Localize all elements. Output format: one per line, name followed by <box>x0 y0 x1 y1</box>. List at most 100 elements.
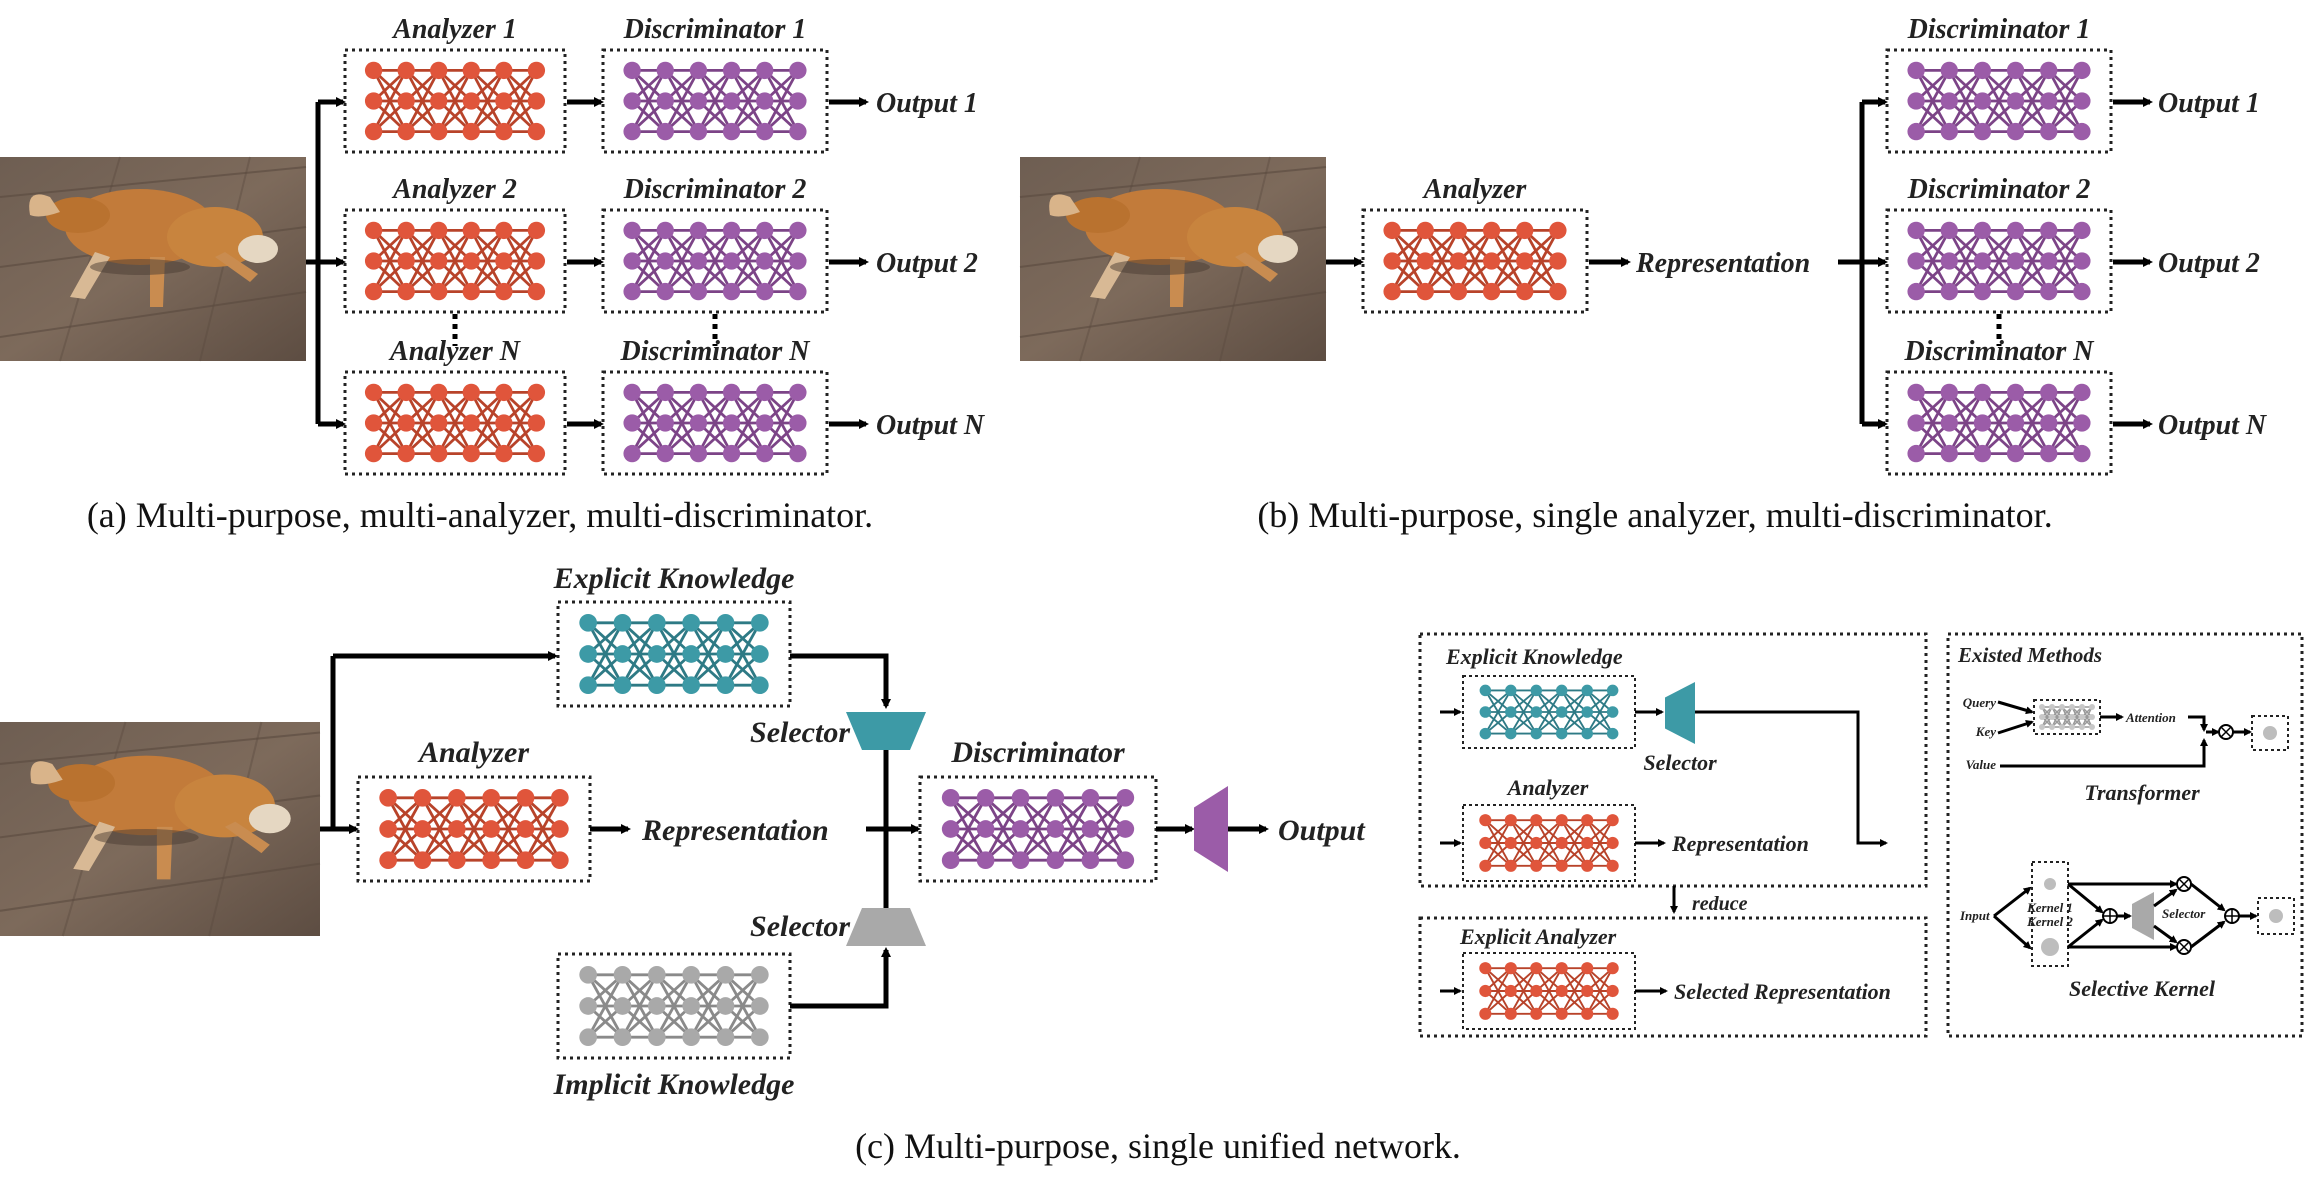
network-node <box>689 444 708 463</box>
network-node <box>2073 282 2091 301</box>
network-node <box>722 282 741 301</box>
network-node <box>647 997 666 1015</box>
network-node <box>1606 859 1619 872</box>
connector-arrow <box>2067 918 2104 949</box>
network-node <box>689 252 708 270</box>
network-node <box>722 61 741 80</box>
kernel-box <box>2031 861 2069 967</box>
network-node <box>2006 221 2025 240</box>
network-node <box>551 788 569 807</box>
network-edge <box>730 229 766 293</box>
network-edge <box>1457 229 1493 293</box>
analyzer-network-icon <box>1383 221 1567 301</box>
representation-label: Representation <box>1671 831 1809 856</box>
network-node <box>1530 859 1543 872</box>
network-node <box>716 676 735 695</box>
network-node <box>1479 684 1492 697</box>
network-node <box>1505 684 1517 697</box>
network-edge <box>1981 69 2017 133</box>
network-node <box>1479 727 1492 740</box>
network-node <box>682 1028 701 1047</box>
network-node <box>613 645 632 663</box>
network-edge <box>1560 689 1588 735</box>
network-node <box>756 444 774 463</box>
network-node <box>1449 252 1468 270</box>
network-edge <box>2081 706 2093 728</box>
network-node <box>1581 984 1594 998</box>
network-node <box>1479 836 1492 850</box>
network-node <box>495 122 513 141</box>
network-node <box>2049 714 2055 720</box>
network-edge <box>2014 69 2050 133</box>
inset-explicit-knowledge-box <box>1462 675 1636 749</box>
discriminator-3-box <box>1885 370 2113 476</box>
network-edge <box>1523 229 1560 293</box>
discriminator-label: Discriminator 1 <box>1907 14 2091 45</box>
reduce-label: reduce <box>1692 893 1748 915</box>
network-node <box>482 788 501 807</box>
network-node <box>364 61 383 80</box>
network-node <box>1940 252 1958 270</box>
network-edge <box>404 69 440 133</box>
network-node <box>1081 851 1100 870</box>
network-node <box>756 383 774 402</box>
network-edge <box>2071 706 2083 728</box>
discriminator-label: Discriminator N <box>1903 336 2095 367</box>
network-node <box>364 414 383 432</box>
network-node <box>430 414 448 432</box>
network-node <box>647 676 666 695</box>
network-node <box>756 282 774 301</box>
network-edge <box>2047 229 2084 293</box>
network-node <box>689 122 708 141</box>
network-node <box>656 383 674 402</box>
network-edge <box>630 391 667 455</box>
network-node <box>447 820 466 838</box>
network-node <box>397 61 415 80</box>
discriminator-network-icon <box>941 788 1135 870</box>
network-node <box>462 282 480 301</box>
implicit-knowledge-network-icon <box>579 965 769 1047</box>
network-node <box>647 613 666 632</box>
network-node <box>364 221 383 240</box>
network-edge <box>372 391 408 455</box>
network-node <box>430 252 448 270</box>
network-node <box>647 1028 666 1047</box>
network-node <box>2006 444 2025 463</box>
connector-arrow <box>1997 720 2034 735</box>
network-node <box>789 92 807 110</box>
network-node <box>1581 814 1594 827</box>
discriminator-3-box <box>601 370 829 476</box>
network-node <box>516 788 535 807</box>
network-node <box>1416 282 1434 301</box>
network-edge <box>1914 229 1951 293</box>
discriminator-2-network-icon <box>1907 221 2091 301</box>
network-edge <box>697 69 733 133</box>
analyzer-box <box>1361 208 1589 314</box>
network-edge <box>1019 797 1057 861</box>
network-node <box>1081 820 1100 838</box>
network-node <box>1482 221 1501 240</box>
network-node <box>722 444 741 463</box>
network-node <box>751 676 769 695</box>
network-edge <box>1948 69 1984 133</box>
network-edge <box>470 69 506 133</box>
network-node <box>527 444 546 463</box>
network-node <box>482 820 501 838</box>
network-node <box>1383 221 1401 240</box>
network-node <box>1416 252 1434 270</box>
network-edge <box>655 622 693 686</box>
network-edge <box>455 797 493 861</box>
network-node <box>364 282 383 301</box>
network-node <box>1907 252 1925 270</box>
connector-arrow <box>2153 924 2178 944</box>
selector-label: Selector <box>2162 906 2206 921</box>
dog-photo <box>1019 156 1327 362</box>
network-edge <box>664 391 700 455</box>
network-edge <box>1948 391 1984 455</box>
network-node <box>647 645 666 663</box>
network-node <box>1116 788 1135 807</box>
network-edge <box>763 229 800 293</box>
network-node <box>1581 706 1593 718</box>
network-edge <box>621 622 659 686</box>
network-node <box>527 122 546 141</box>
